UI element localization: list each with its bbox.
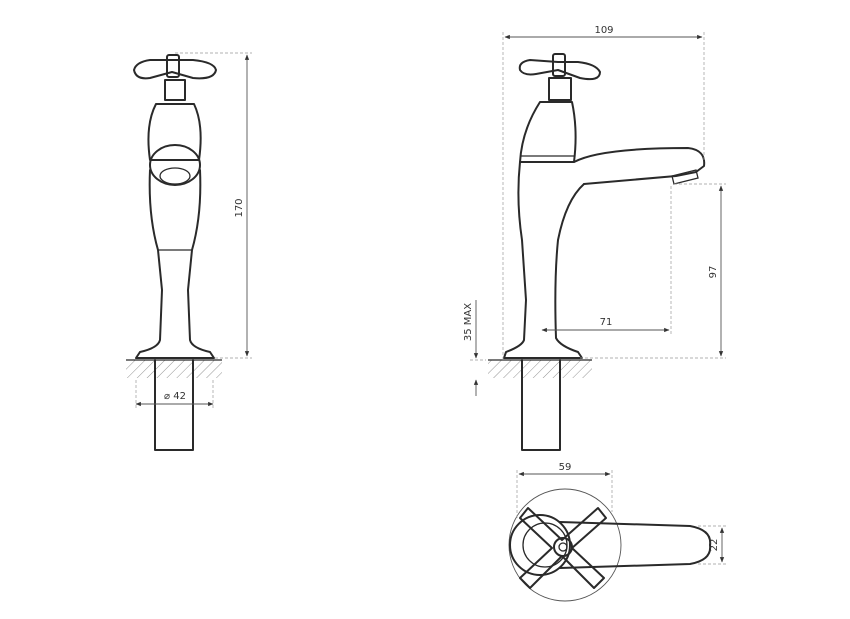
dim-spout-height: 97 (708, 266, 719, 279)
front-view: 170 ⌀ 42 (126, 52, 252, 451)
top-cross-handle (519, 507, 607, 589)
dim-base-diameter: ⌀ 42 (164, 391, 186, 402)
side-stem (548, 77, 572, 101)
front-body (135, 169, 215, 359)
side-cross-handle (518, 59, 601, 81)
front-handle-hub (166, 54, 180, 78)
side-head (519, 101, 577, 163)
dim-max-thickness: 35 MAX (463, 303, 474, 341)
side-view: 109 97 71 35 MAX (463, 25, 726, 451)
top-view: 59 22 (508, 462, 728, 602)
side-spout (573, 147, 706, 185)
top-spout (559, 521, 712, 569)
dim-spout-reach: 71 (600, 317, 613, 328)
side-body (503, 161, 585, 359)
top-handle-hub (553, 537, 573, 557)
dim-overall-height: 170 (234, 198, 245, 217)
side-mounting-surface (488, 360, 592, 378)
dim-handle-span: 59 (559, 462, 572, 473)
side-handle-hub (552, 53, 566, 77)
side-shank (521, 359, 561, 451)
front-spout-opening (149, 144, 201, 186)
front-mounting-surface (126, 360, 222, 378)
front-cross-handle (133, 59, 217, 80)
dim-overall-width: 109 (594, 25, 613, 36)
dim-handle-depth: 22 (709, 539, 720, 552)
top-ring-outer (509, 514, 571, 576)
front-stem (164, 79, 186, 101)
